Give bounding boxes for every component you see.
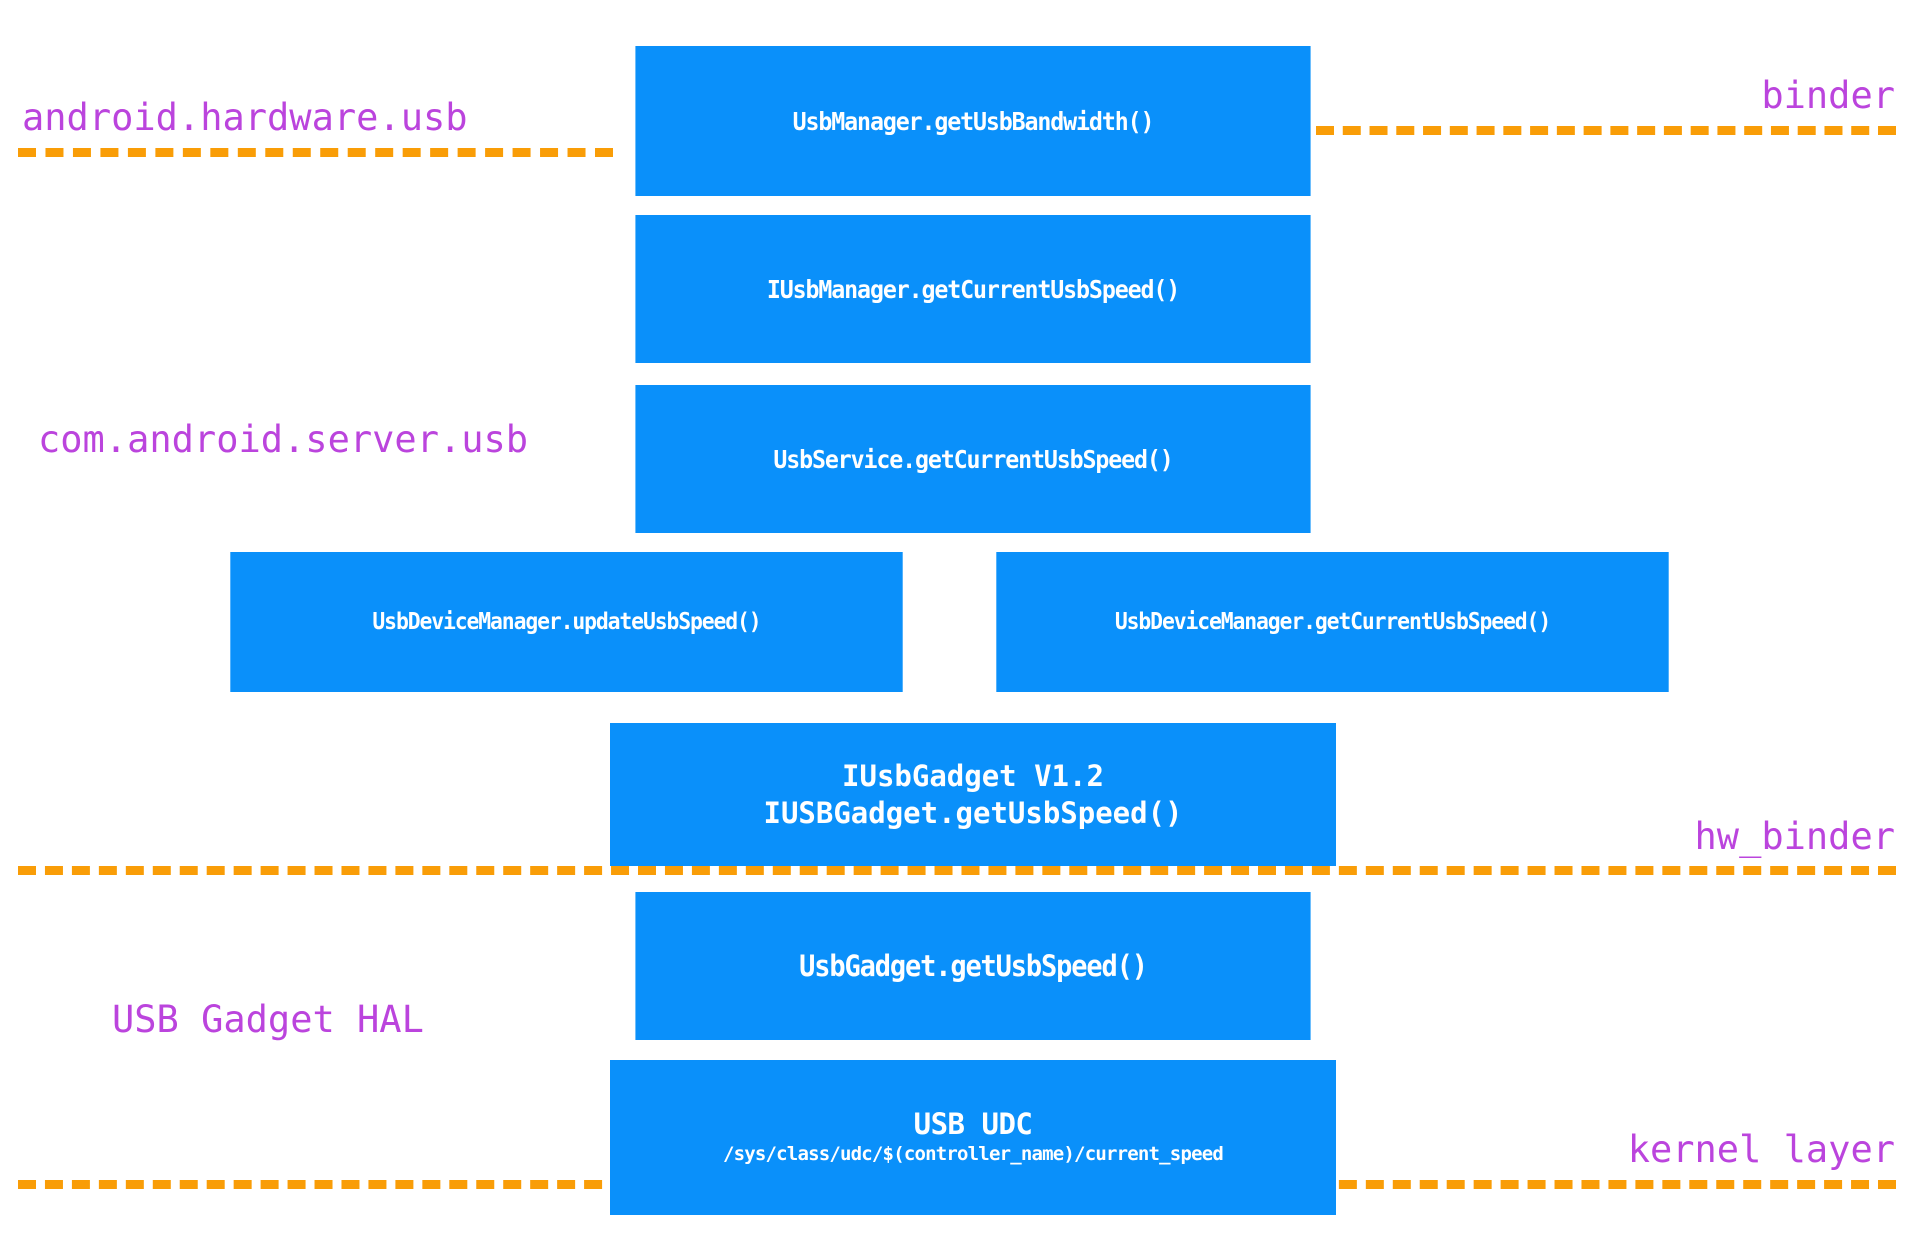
box-usb-device-manager-get-current-usb-speed[interactable]: UsbDeviceManager.getCurrentUsbSpeed(): [996, 552, 1669, 692]
box-label: UsbGadget.getUsbSpeed(): [799, 949, 1148, 983]
layer-label-kernel-layer: kernel layer: [1627, 1128, 1895, 1171]
hw-binder-separator: [18, 866, 1896, 875]
layer-label-binder: binder: [1761, 74, 1895, 117]
box-label-line1: USB UDC: [913, 1107, 1033, 1142]
box-iusb-gadget-v1-2[interactable]: IUsbGadget V1.2 IUSBGadget.getUsbSpeed(): [610, 723, 1336, 866]
box-label-line2: /sys/class/udc/$(controller_name)/curren…: [722, 1143, 1224, 1166]
box-label: UsbManager.getUsbBandwidth(): [792, 106, 1155, 136]
box-usb-manager-get-usb-bandwidth[interactable]: UsbManager.getUsbBandwidth(): [635, 46, 1311, 196]
layer-label-hw-binder: hw_binder: [1694, 815, 1895, 858]
box-usb-gadget-get-usb-speed[interactable]: UsbGadget.getUsbSpeed(): [635, 892, 1311, 1040]
box-iusb-manager-get-current-usb-speed[interactable]: IUsbManager.getCurrentUsbSpeed(): [635, 215, 1311, 363]
layer-label-android-hardware-usb: android.hardware.usb: [22, 96, 468, 139]
box-label-line2: IUSBGadget.getUsbSpeed(): [763, 795, 1183, 830]
box-label: UsbService.getCurrentUsbSpeed(): [773, 444, 1173, 474]
layer-label-usb-gadget-hal: USB Gadget HAL: [112, 998, 424, 1041]
box-usb-udc[interactable]: USB UDC /sys/class/udc/$(controller_name…: [610, 1060, 1336, 1215]
binder-separator-right: [1316, 126, 1896, 135]
box-label: UsbDeviceManager.getCurrentUsbSpeed(): [1114, 609, 1551, 635]
binder-separator-left: [18, 148, 613, 157]
box-label-line1: IUsbGadget V1.2: [842, 758, 1104, 793]
box-label: IUsbManager.getCurrentUsbSpeed(): [766, 274, 1180, 304]
layer-label-com-android-server-usb: com.android.server.usb: [38, 418, 529, 461]
box-usb-device-manager-update-usb-speed[interactable]: UsbDeviceManager.updateUsbSpeed(): [230, 552, 903, 692]
box-label: UsbDeviceManager.updateUsbSpeed(): [372, 609, 761, 635]
box-usb-service-get-current-usb-speed[interactable]: UsbService.getCurrentUsbSpeed(): [635, 385, 1311, 533]
